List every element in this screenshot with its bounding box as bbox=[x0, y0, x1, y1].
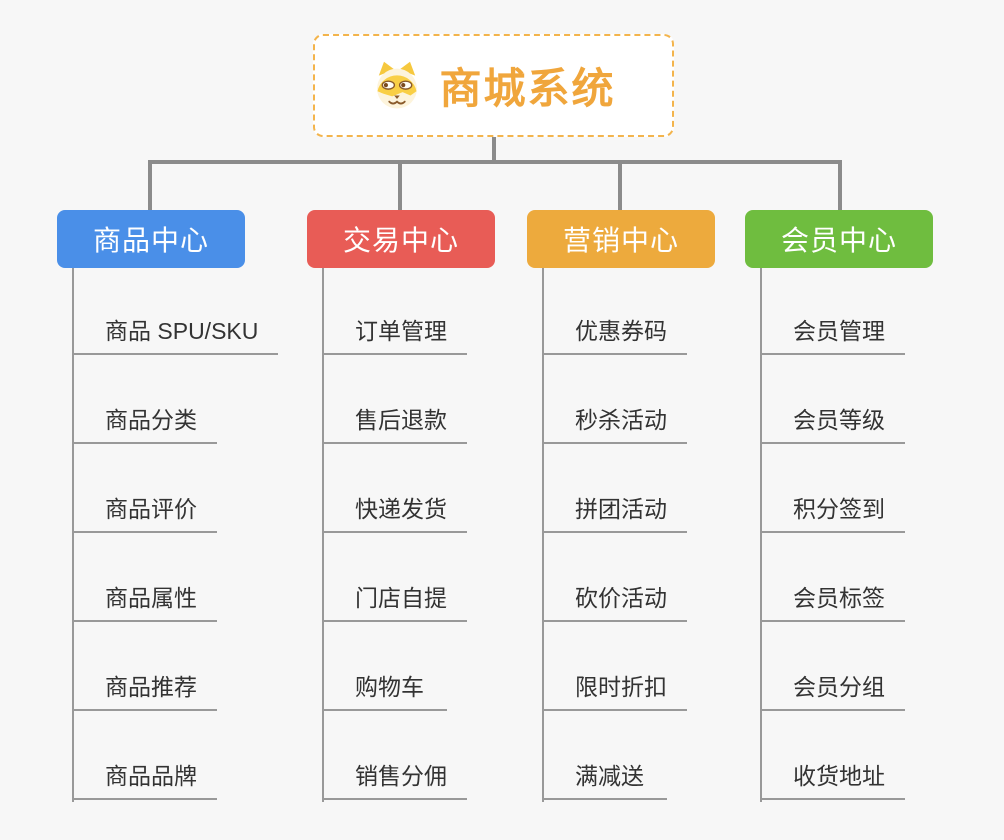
root-connector-line bbox=[492, 137, 496, 164]
subtopic-node[interactable]: 会员等级 bbox=[760, 355, 905, 444]
subtopic-node[interactable]: 商品属性 bbox=[72, 533, 217, 622]
branch-trunk-line bbox=[72, 268, 74, 802]
subtopic-node[interactable]: 销售分佣 bbox=[322, 711, 467, 800]
branch-member-center: 会员中心 会员管理 会员等级 积分签到 会员标签 会员分组 收货地址 bbox=[745, 210, 933, 802]
subtopic-node[interactable]: 收货地址 bbox=[760, 711, 905, 800]
branch-marketing-center: 营销中心 优惠券码 秒杀活动 拼团活动 砍价活动 限时折扣 满减送 bbox=[527, 210, 715, 802]
subtopic-node[interactable]: 售后退款 bbox=[322, 355, 467, 444]
subtopic-node[interactable]: 订单管理 bbox=[322, 268, 467, 355]
branch-product-center: 商品中心 商品 SPU/SKU 商品分类 商品评价 商品属性 商品推荐 商品品牌 bbox=[57, 210, 279, 802]
subtopic-node[interactable]: 砍价活动 bbox=[542, 533, 687, 622]
branch-node-product[interactable]: 商品中心 bbox=[57, 210, 245, 268]
subtopic-node[interactable]: 快递发货 bbox=[322, 444, 467, 533]
root-node[interactable]: 商城系统 bbox=[313, 34, 674, 137]
subtopic-node[interactable]: 拼团活动 bbox=[542, 444, 687, 533]
subtopic-node[interactable]: 满减送 bbox=[542, 711, 667, 800]
subtopic-node[interactable]: 商品分类 bbox=[72, 355, 217, 444]
subtopic-node[interactable]: 购物车 bbox=[322, 622, 447, 711]
root-title: 商城系统 bbox=[439, 65, 616, 112]
branch-node-marketing[interactable]: 营销中心 bbox=[527, 210, 715, 268]
subtopic-node[interactable]: 商品评价 bbox=[72, 444, 217, 533]
branch-trunk-line bbox=[322, 268, 324, 802]
subtopic-node[interactable]: 积分签到 bbox=[760, 444, 905, 533]
subtopic-node[interactable]: 优惠券码 bbox=[542, 268, 687, 355]
subtopic-node[interactable]: 会员管理 bbox=[760, 268, 905, 355]
subtopic-node[interactable]: 会员分组 bbox=[760, 622, 905, 711]
branch-bus-line bbox=[148, 160, 842, 164]
branch-node-trade[interactable]: 交易中心 bbox=[307, 210, 495, 268]
branch-connector-line bbox=[148, 160, 152, 210]
branch-trade-center: 交易中心 订单管理 售后退款 快递发货 门店自提 购物车 销售分佣 bbox=[307, 210, 495, 802]
branch-connector-line bbox=[838, 160, 842, 210]
subtopic-node[interactable]: 秒杀活动 bbox=[542, 355, 687, 444]
subtopic-node[interactable]: 商品推荐 bbox=[72, 622, 217, 711]
subtopic-node[interactable]: 商品品牌 bbox=[72, 711, 217, 800]
subtopic-node[interactable]: 门店自提 bbox=[322, 533, 467, 622]
subtopic-node[interactable]: 商品 SPU/SKU bbox=[72, 268, 279, 355]
branch-trunk-line bbox=[542, 268, 544, 802]
branch-connector-line bbox=[398, 160, 402, 210]
branch-connector-line bbox=[618, 160, 622, 210]
subtopic-node[interactable]: 会员标签 bbox=[760, 533, 905, 622]
dog-face-icon bbox=[377, 61, 418, 109]
branch-trunk-line bbox=[760, 268, 762, 802]
subtopic-node[interactable]: 限时折扣 bbox=[542, 622, 687, 711]
branch-node-member[interactable]: 会员中心 bbox=[745, 210, 933, 268]
